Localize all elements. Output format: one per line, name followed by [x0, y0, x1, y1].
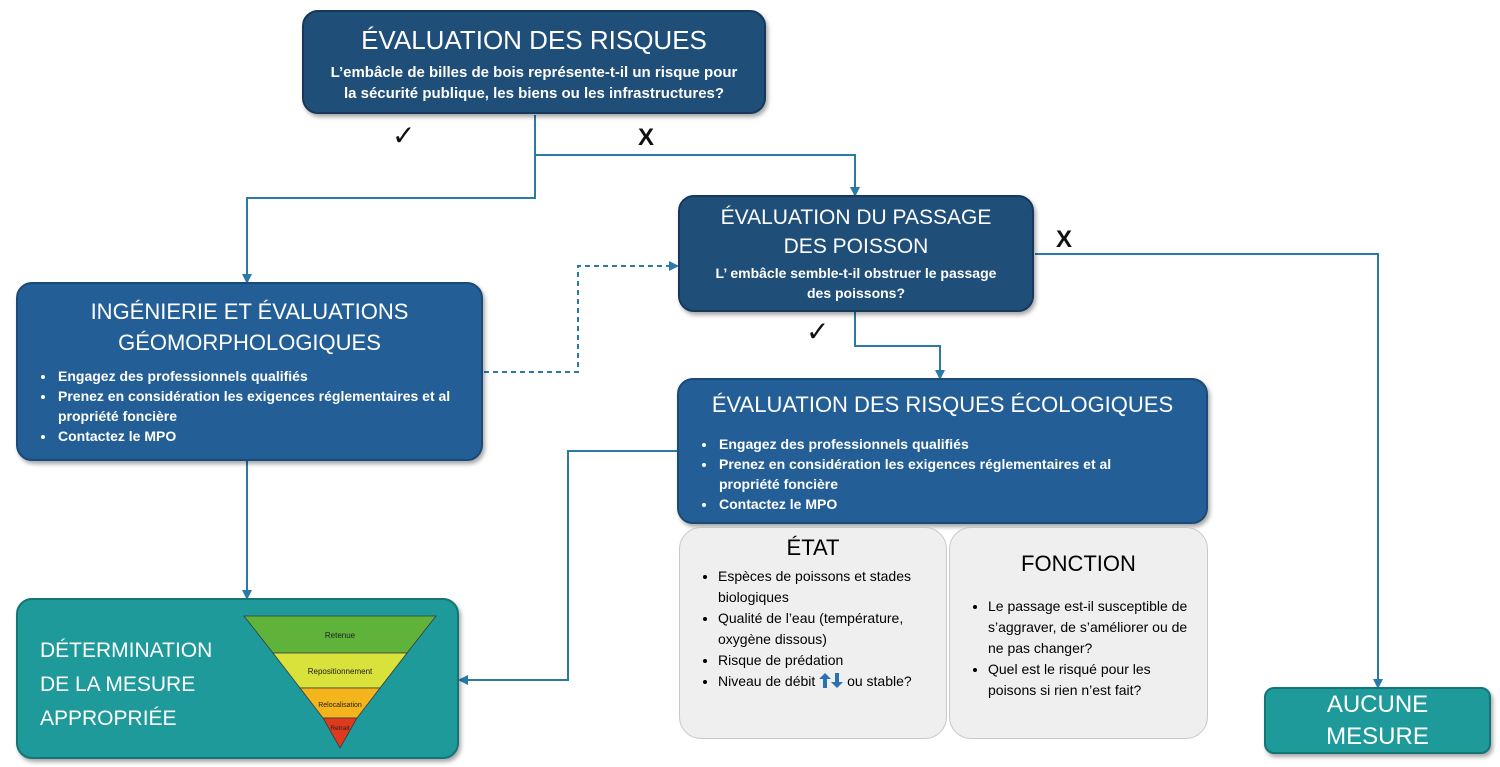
no-x-risk: X [638, 124, 655, 151]
function-box: FONCTION Le passage est-il susceptible d… [949, 527, 1208, 739]
pyramid-label: Retrait [330, 725, 349, 732]
engineering-bullet: Prenez en considération les exigences ré… [56, 386, 471, 426]
state-bullets: Espèces de poissons et stades biologique… [680, 566, 946, 692]
connector-eco-risk-to-determination [458, 450, 677, 685]
eco-risk-box: ÉVALUATION DES RISQUES ÉCOLOGIQUES Engag… [677, 378, 1208, 524]
determination-box: DÉTERMINATION DE LA MESURE APPROPRIÉE Re… [16, 598, 459, 759]
no-action-box: AUCUNE MESURE [1264, 687, 1491, 754]
fish-passage-question: L’ embâcle semble-t-il obstruer le passa… [715, 265, 997, 301]
pyramid-layer-retenue: Retenue [243, 615, 437, 654]
pyramid-label: Retenue [325, 631, 356, 640]
arrow-up-icon [819, 673, 832, 688]
pyramid-label: Repositionnement [308, 667, 373, 676]
engineering-bullets: Engagez des professionnels qualifiés Pre… [18, 366, 481, 446]
function-title: FONCTION [1021, 551, 1136, 576]
yes-check-fish-passage: ✓ [806, 316, 830, 347]
eco-risk-bullet: Prenez en considération les exigences ré… [717, 454, 1166, 494]
eco-risk-bullet: Contactez le MPO [717, 494, 1166, 514]
engineering-bullet: Contactez le MPO [56, 426, 471, 446]
determination-title: DÉTERMINATION DE LA MESURE APPROPRIÉE [40, 639, 213, 730]
action-hierarchy-pyramid: Retenue Repositionnement Relocalisation … [243, 615, 437, 749]
state-title: ÉTAT [786, 535, 840, 560]
function-bullet: Quel est le risqué pour les poisons si r… [988, 659, 1193, 701]
connector-fish-passage-to-no-action [1035, 253, 1383, 689]
no-x-fish-passage: X [1056, 226, 1073, 253]
risk-evaluation-box: ÉVALUATION DES RISQUES L’embâcle de bill… [302, 10, 766, 114]
function-bullet: Le passage est-il susceptible de s’aggra… [988, 596, 1193, 659]
state-bullet: Qualité de l’eau (température, oxygène d… [718, 608, 934, 650]
state-box: ÉTAT Espèces de poissons et stades biolo… [679, 527, 947, 739]
risk-evaluation-question: L’embâcle de billes de bois représente-t… [330, 64, 738, 102]
state-bullet-flow: Niveau de débit ou stable? [718, 671, 934, 692]
state-bullet: Risque de prédation [718, 650, 934, 671]
arrow-down-icon [831, 673, 844, 688]
connector-risk-to-fish-passage [534, 115, 860, 197]
engineering-box: INGÉNIERIE ET ÉVALUATIONS GÉOMORPHOLOGIQ… [16, 282, 483, 461]
pyramid-layer-relocalisation: Relocalisation [299, 687, 381, 719]
fish-passage-box: ÉVALUATION DU PASSAGE DES POISSON L’ emb… [678, 195, 1034, 312]
eco-risk-bullet: Engagez des professionnels qualifiés [717, 434, 1166, 454]
connector-risk-to-engineering [242, 115, 536, 284]
risk-evaluation-title: ÉVALUATION DES RISQUES [361, 25, 707, 55]
engineering-bullet: Engagez des professionnels qualifiés [56, 366, 471, 386]
yes-check-risk: ✓ [392, 120, 416, 151]
fish-passage-title: ÉVALUATION DU PASSAGE DES POISSON [720, 206, 992, 258]
connector-fish-passage-to-eco-risk [854, 312, 945, 380]
no-action-title: AUCUNE MESURE [1326, 691, 1429, 750]
engineering-title: INGÉNIERIE ET ÉVALUATIONS GÉOMORPHOLOGIQ… [90, 299, 409, 355]
function-bullets: Le passage est-il susceptible de s’aggra… [950, 596, 1207, 701]
eco-risk-bullets: Engagez des professionnels qualifiés Pre… [679, 434, 1206, 514]
pyramid-label: Relocalisation [318, 702, 362, 709]
eco-risk-title: ÉVALUATION DES RISQUES ÉCOLOGIQUES [711, 392, 1174, 417]
pyramid-layer-repositionnement: Repositionnement [272, 652, 408, 689]
state-bullet: Espèces de poissons et stades biologique… [718, 566, 934, 608]
pyramid-layer-retrait: Retrait [322, 717, 358, 749]
connector-engineering-to-fish-passage [484, 261, 679, 373]
